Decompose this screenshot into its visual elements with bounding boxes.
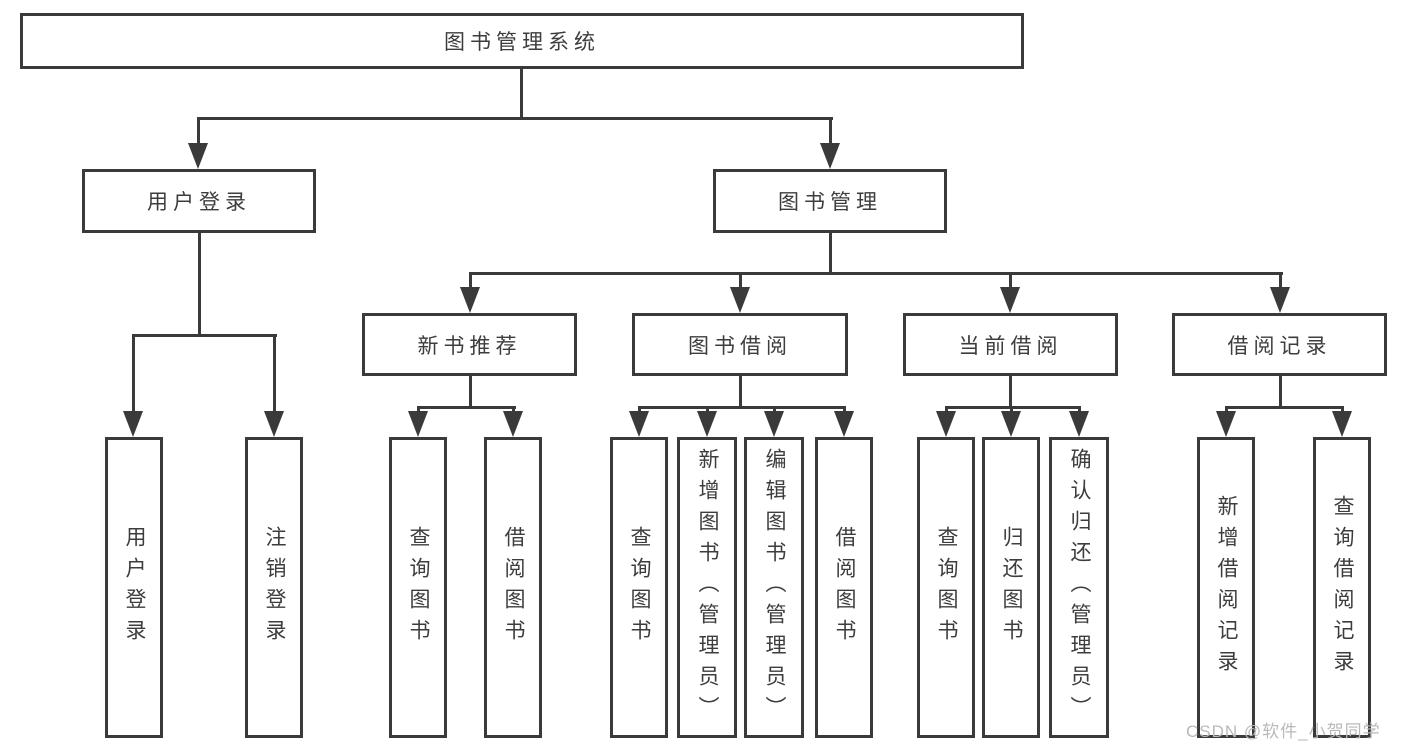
leaf-confirm-return-admin: 确认归还（管理员）	[1049, 437, 1109, 738]
leaf-query-books-2: 查询图书	[610, 437, 668, 738]
connector-borrowrecords-vertical	[1279, 376, 1282, 409]
arrow-down-icon	[936, 411, 956, 437]
connector-stub-new-books	[469, 272, 472, 290]
node-user-login: 用户登录	[82, 169, 316, 233]
connector-stub-book-mgmt	[829, 117, 832, 147]
connector-bookborrow-horizontal	[638, 406, 846, 409]
arrow-down-icon	[730, 287, 750, 313]
leaf-add-books-admin: 新增图书（管理员）	[677, 437, 737, 738]
arrow-down-icon	[1332, 411, 1352, 437]
arrow-down-icon	[697, 411, 717, 437]
arrow-down-icon	[1270, 287, 1290, 313]
connector-bookmgmt-vertical	[829, 233, 832, 275]
node-book-borrowing: 图书借阅	[632, 313, 848, 376]
connector-borrowrecords-horizontal	[1225, 406, 1344, 409]
connector-bookmgmt-horizontal	[469, 272, 1283, 275]
leaf-edit-books-admin: 编辑图书（管理员）	[744, 437, 804, 738]
arrow-down-icon	[1001, 411, 1021, 437]
arrow-down-icon	[1216, 411, 1236, 437]
leaf-borrow-books-1: 借阅图书	[484, 437, 542, 738]
connector-stub-current-borrow	[1009, 272, 1012, 290]
leaf-return-books: 归还图书	[982, 437, 1040, 738]
leaf-user-login: 用户登录	[105, 437, 163, 738]
leaf-query-borrow-record: 查询借阅记录	[1313, 437, 1371, 738]
connector-bookborrow-vertical	[739, 376, 742, 409]
arrow-down-icon	[503, 411, 523, 437]
arrow-down-icon	[1000, 287, 1020, 313]
node-book-management: 图书管理	[713, 169, 947, 233]
node-library-management-system: 图书管理系统	[20, 13, 1024, 69]
connector-currentborrow-vertical	[1009, 376, 1012, 409]
connector-currentborrow-horizontal	[945, 406, 1081, 409]
connector-userlogin-vertical	[198, 233, 201, 337]
connector-userlogin-horizontal	[132, 334, 277, 337]
connector-stub-borrow-records	[1279, 272, 1282, 290]
arrow-down-icon	[188, 143, 208, 169]
leaf-query-books-1: 查询图书	[389, 437, 447, 738]
arrow-down-icon	[408, 411, 428, 437]
leaf-borrow-books-2: 借阅图书	[815, 437, 873, 738]
csdn-watermark: CSDN @软件_小贺同学	[1186, 722, 1381, 741]
arrow-down-icon	[123, 411, 143, 437]
arrow-down-icon	[834, 411, 854, 437]
connector-root-horizontal	[197, 117, 833, 120]
leaf-query-books-3: 查询图书	[917, 437, 975, 738]
connector-root-vertical	[520, 69, 523, 119]
arrow-down-icon	[629, 411, 649, 437]
connector-stub-leaf-logout	[273, 334, 276, 414]
arrow-down-icon	[764, 411, 784, 437]
arrow-down-icon	[460, 287, 480, 313]
connector-stub-user-login	[197, 117, 200, 147]
node-borrowing-records: 借阅记录	[1172, 313, 1387, 376]
leaf-logout: 注销登录	[245, 437, 303, 738]
arrow-down-icon	[820, 143, 840, 169]
node-current-borrowing: 当前借阅	[903, 313, 1118, 376]
connector-newbooks-horizontal	[417, 406, 516, 409]
connector-stub-leaf-login	[132, 334, 135, 414]
leaf-add-borrow-record: 新增借阅记录	[1197, 437, 1255, 738]
arrow-down-icon	[264, 411, 284, 437]
connector-stub-book-borrow	[739, 272, 742, 290]
arrow-down-icon	[1069, 411, 1089, 437]
connector-newbooks-vertical	[469, 376, 472, 409]
node-new-book-recommend: 新书推荐	[362, 313, 577, 376]
